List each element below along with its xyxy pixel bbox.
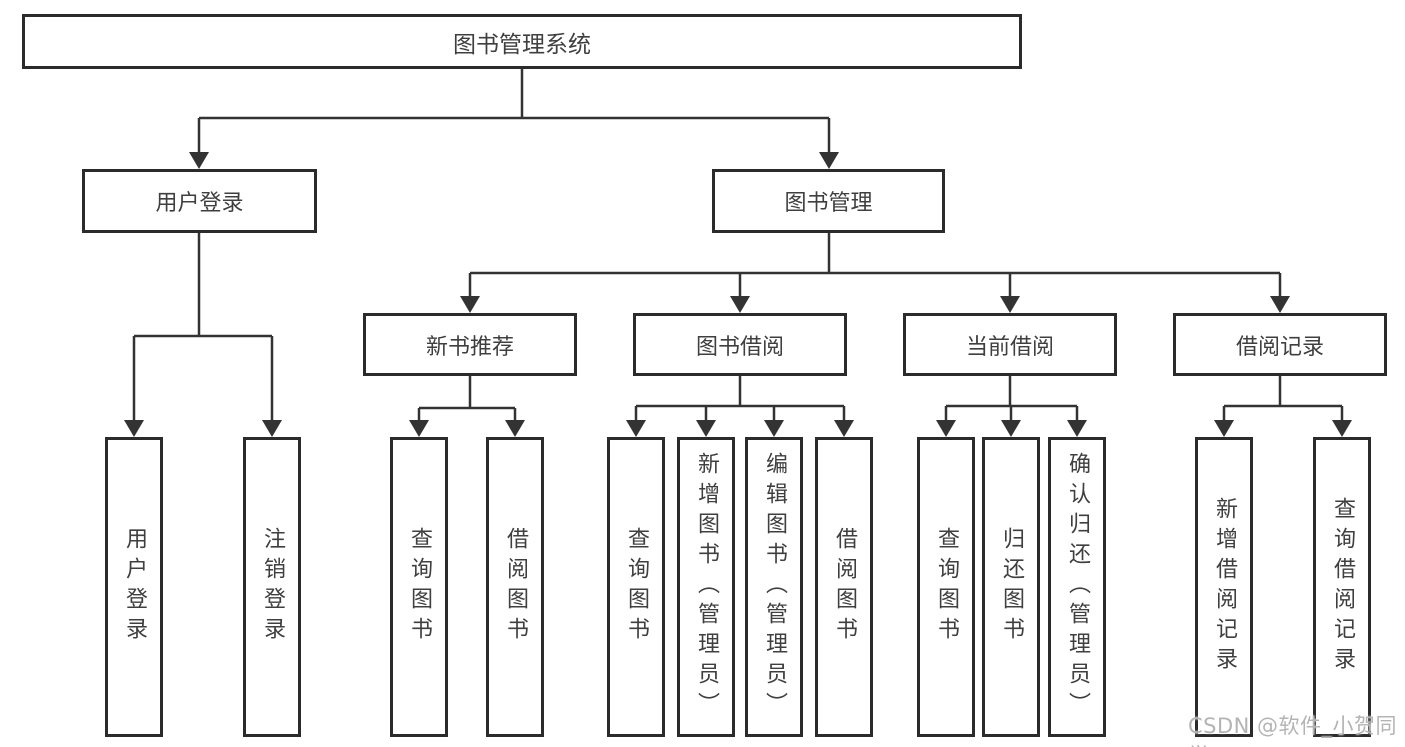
connector-borrow-record-branch xyxy=(1214,376,1352,437)
node-new-book-recommend: 新书推荐 xyxy=(363,313,577,376)
connector-new-book-branch xyxy=(409,376,525,437)
connector-root-to-level2 xyxy=(189,69,839,169)
node-user-login: 用户登录 xyxy=(82,169,317,233)
leaf-borrow-books: 借阅图书 xyxy=(815,437,873,737)
leaf-add-books-admin: 新增图书（管理员） xyxy=(677,437,735,737)
leaf-logout: 注销登录 xyxy=(243,437,301,737)
connector-current-borrow-branch xyxy=(936,376,1087,437)
node-book-borrow: 图书借阅 xyxy=(633,313,847,376)
leaf-borrow-books-recommend: 借阅图书 xyxy=(486,437,544,737)
leaf-return-books: 归还图书 xyxy=(982,437,1040,737)
leaf-query-books-borrow: 查询图书 xyxy=(607,437,665,737)
leaf-query-borrow-record: 查询借阅记录 xyxy=(1313,437,1371,737)
leaf-edit-books-admin: 编辑图书（管理员） xyxy=(745,437,803,737)
leaf-user-login: 用户登录 xyxy=(105,437,163,737)
connector-book-borrow-branch xyxy=(626,376,854,437)
leaf-confirm-return-admin: 确认归还（管理员） xyxy=(1048,437,1106,737)
csdn-watermark: CSDN @软件_小贺同学 xyxy=(1188,714,1398,747)
connector-book-management-branch xyxy=(460,233,1290,313)
node-borrow-records: 借阅记录 xyxy=(1173,313,1387,376)
leaf-query-books-recommend: 查询图书 xyxy=(390,437,448,737)
node-current-borrow: 当前借阅 xyxy=(903,313,1117,376)
node-book-management: 图书管理 xyxy=(712,169,945,233)
node-root-library-system: 图书管理系统 xyxy=(22,14,1022,69)
leaf-add-borrow-record: 新增借阅记录 xyxy=(1195,437,1253,737)
leaf-query-books-current: 查询图书 xyxy=(917,437,975,737)
connector-user-login-branch xyxy=(124,233,282,437)
